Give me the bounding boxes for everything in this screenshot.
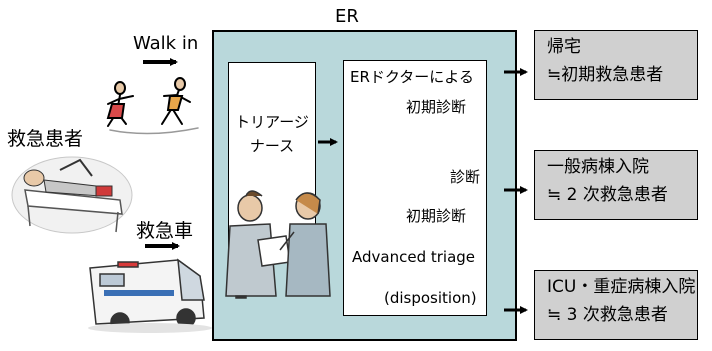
doctor-line-1: ERドクターによる [350,68,474,86]
outcome-box-icu: ICU・重症病棟入院 ≒ 3 次救急患者 [534,270,698,340]
walk-in-label: Walk in [133,33,199,54]
ambulance-label: 救急車 [136,220,194,242]
doctor-line-6: (disposition) [384,289,477,307]
doctor-line-3: 診断 [450,168,481,186]
stretcher-patient-icon [11,156,133,234]
outcome-general-line1: 一般病棟入院 [547,157,649,177]
er-title: ER [335,6,359,27]
doctor-line-5: Advanced triage [352,248,476,266]
outcome-box-general-ward: 一般病棟入院 ≒ 2 次救急患者 [534,150,698,220]
outcome-box-home: 帰宅 ≒初期救急患者 [534,30,698,100]
er-doctor-box [343,60,487,316]
triage-label: トリアージ ナース [230,110,314,158]
patients-label: 救急患者 [7,128,84,150]
outcome-home-line1: 帰宅 [547,37,581,57]
nurses-icon [225,190,331,299]
walking-people-icon [106,77,199,135]
outcome-icu-line1: ICU・重症病棟入院 [547,277,696,297]
triage-line-1: トリアージ [235,113,309,131]
outcome-icu-line2: ≒ 3 次救急患者 [547,305,668,325]
outcome-home-line2: ≒初期救急患者 [547,65,664,85]
doctor-line-2: 初期診断 [406,98,467,116]
ambulance-icon [88,258,212,333]
outcome-general-line2: ≒ 2 次救急患者 [547,185,668,205]
doctor-line-4: 初期診断 [406,207,467,225]
triage-line-2: ナース [249,137,295,155]
